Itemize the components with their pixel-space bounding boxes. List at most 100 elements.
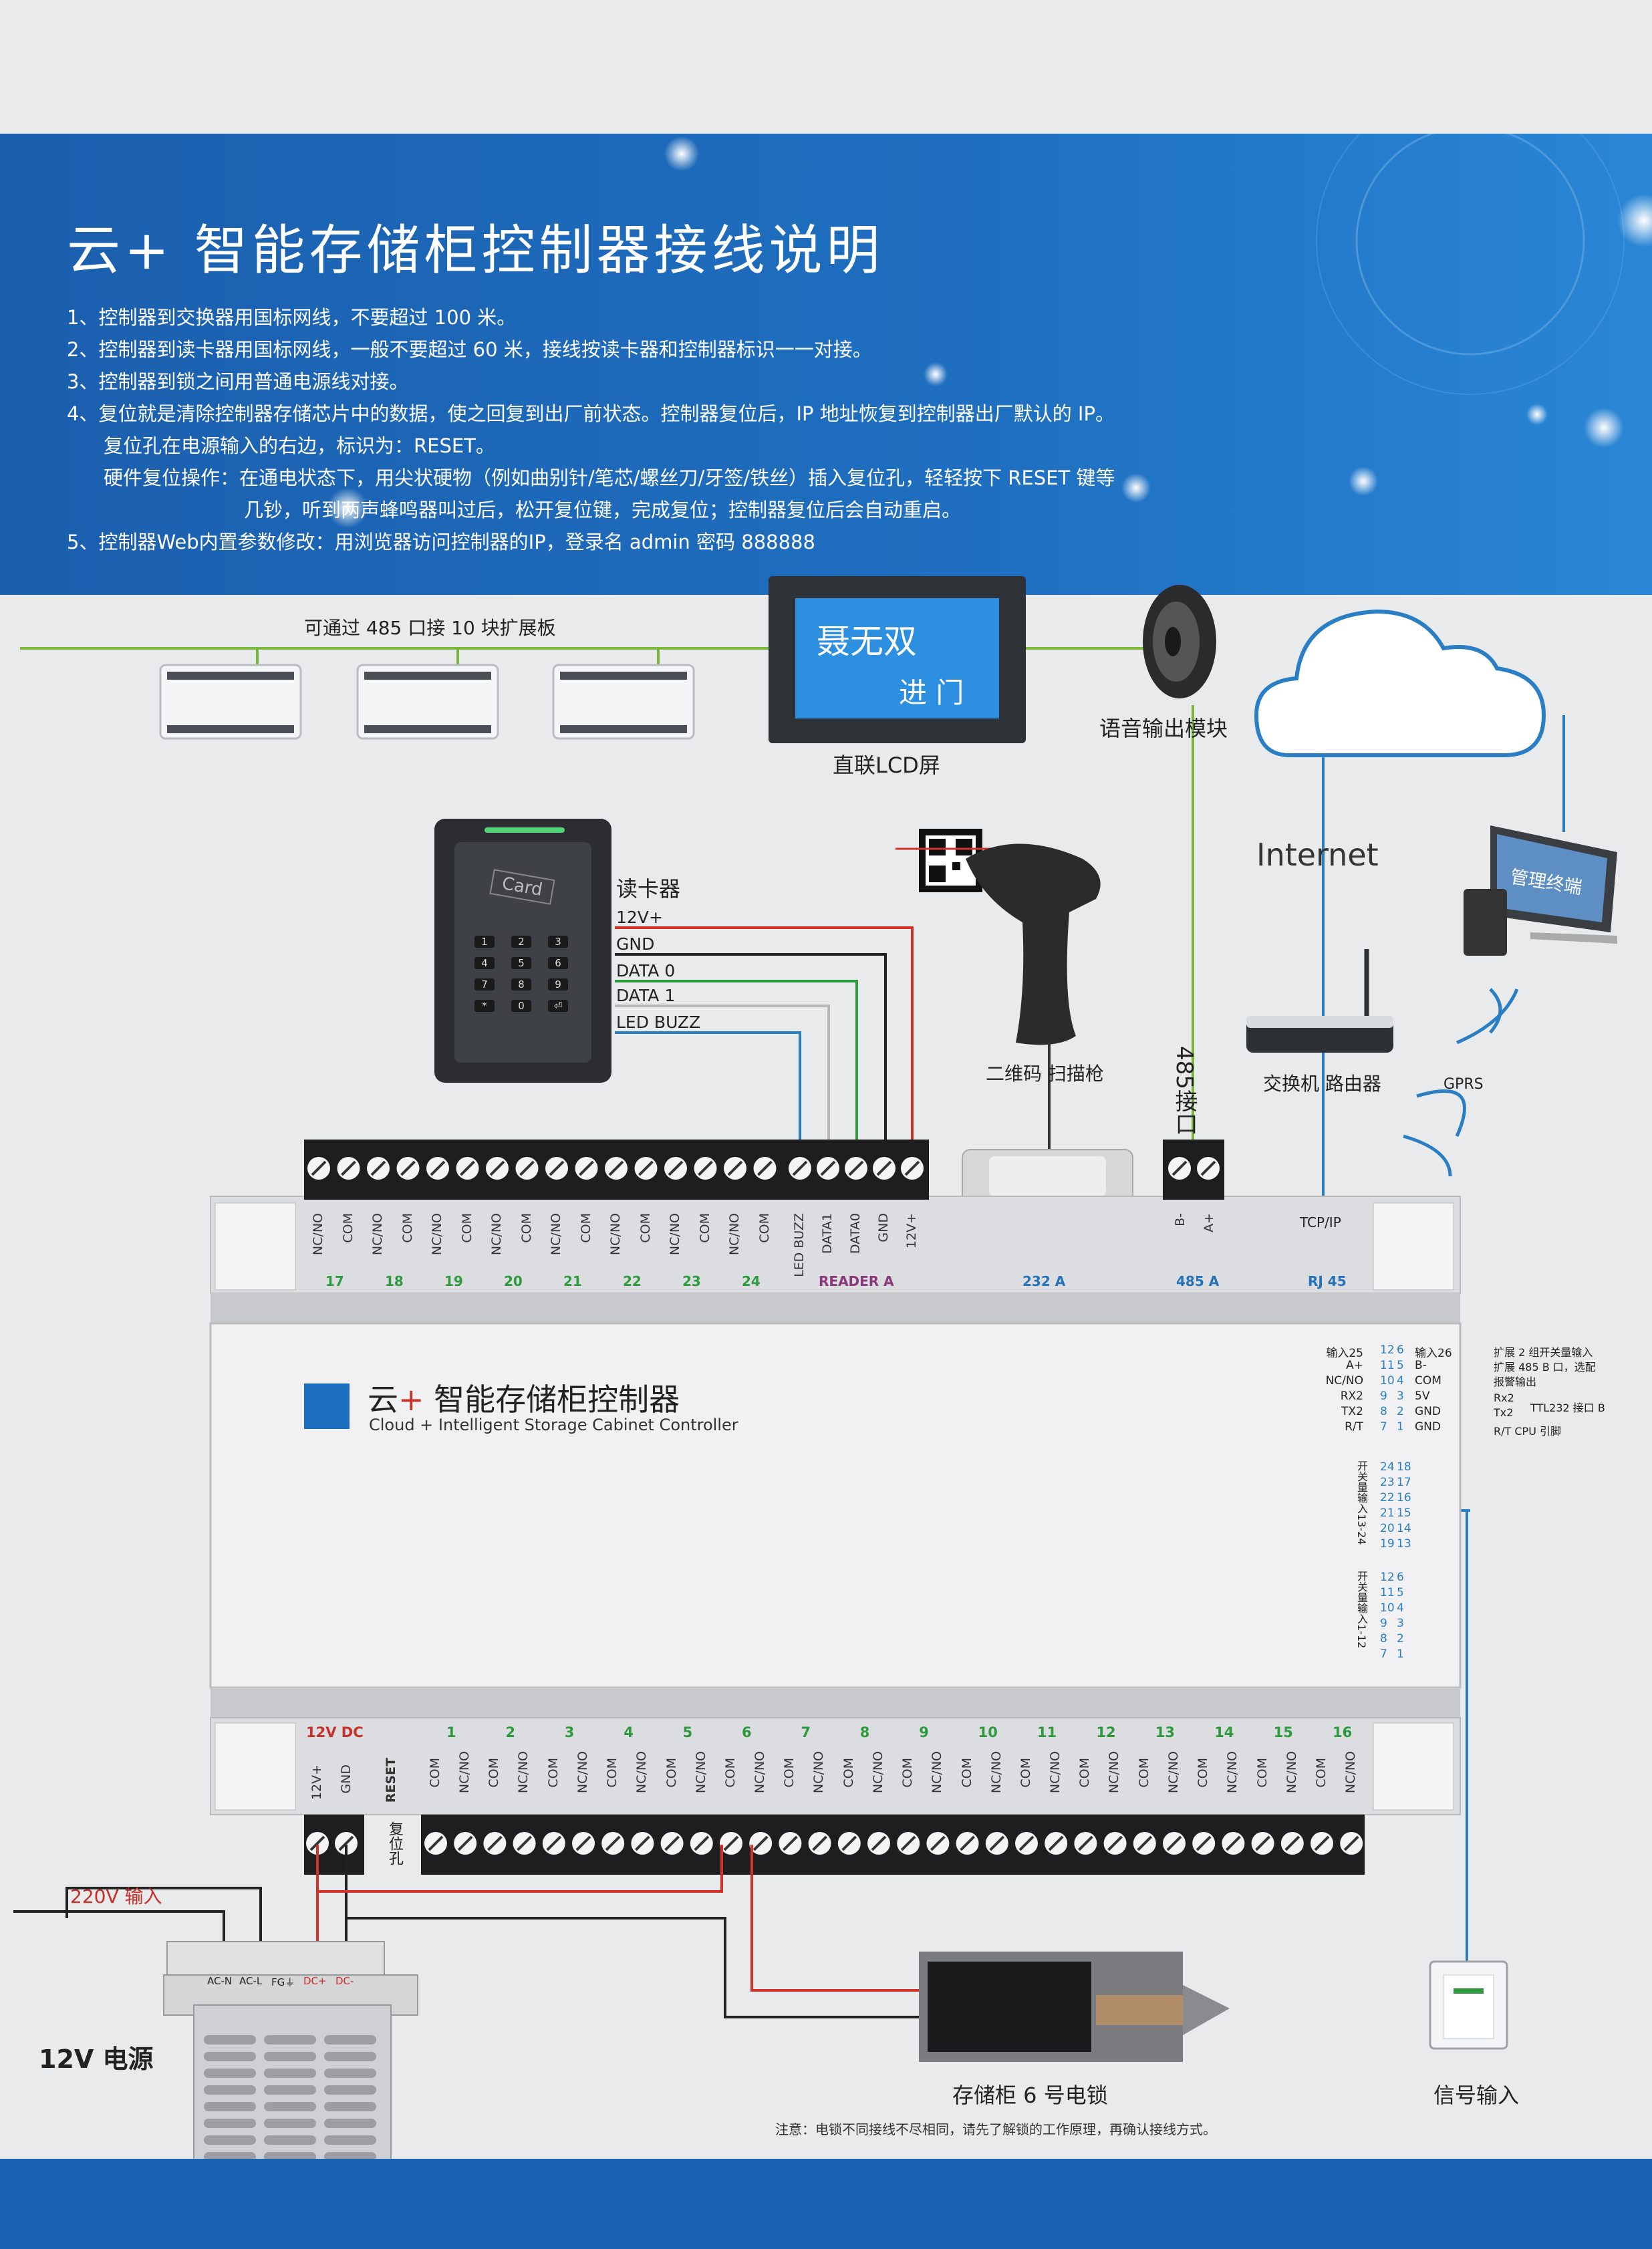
bottom-pin-label: COM (959, 1758, 974, 1788)
keypad-key: ⏎ (548, 1000, 568, 1012)
side-right-label: GND (1415, 1420, 1441, 1434)
input-pin: 22 (1380, 1491, 1395, 1504)
input-pin: 3 (1397, 1617, 1404, 1630)
side-pin-a: 11 (1380, 1359, 1395, 1372)
top-pin-label: NC/NO (489, 1213, 504, 1256)
speaker-caption: 语音输出模块 (1099, 716, 1228, 741)
side-pin-a: 8 (1380, 1405, 1387, 1418)
psu-label: 12V 电源 (39, 2044, 154, 2074)
relay-group-label: 2 (505, 1724, 516, 1740)
rs485-label: 485 A (1176, 1273, 1220, 1289)
input-pin: 4 (1397, 1601, 1404, 1615)
wire-data0: DATA 0 (616, 961, 676, 980)
reader-pin-label: DATA1 (820, 1213, 835, 1254)
input-pin: 17 (1397, 1476, 1411, 1489)
input-pin: 9 (1380, 1617, 1387, 1630)
top-pin-label: COM (578, 1213, 593, 1243)
note-4d: 几钞，听到两声蜂鸣器叫过后，松开复位键，完成复位；控制器复位后会自动重启。 (244, 499, 962, 521)
expansion-board (356, 664, 499, 740)
note-3: 3、控制器到锁之间用普通电源线对接。 (67, 370, 409, 393)
rs485-pin-label: B- (1173, 1213, 1188, 1226)
reader-port-label: READER A (819, 1273, 894, 1289)
side-note: 扩展 2 组开关量输入 (1494, 1346, 1593, 1359)
keypad-key: * (474, 1000, 495, 1012)
side-right-label: B- (1415, 1359, 1427, 1372)
note-4b: 复位孔在电源输入的右边，标识为：RESET。 (104, 434, 495, 457)
keypad-key: 5 (511, 957, 531, 969)
input-pin: 12 (1380, 1571, 1395, 1584)
note-1: 1、控制器到交换器用国标网线，不要超过 100 米。 (67, 306, 517, 329)
bottom-pin-label: COM (1136, 1758, 1151, 1788)
side-note: Tx2 (1494, 1406, 1514, 1419)
input-pin: 21 (1380, 1506, 1395, 1520)
top-pin-label: NC/NO (608, 1213, 623, 1256)
top-pin-label: COM (519, 1213, 534, 1243)
side-pin-a: 7 (1380, 1420, 1387, 1434)
input-pin: 7 (1380, 1647, 1387, 1661)
top-pin-label: COM (400, 1213, 415, 1243)
note-4: 4、复位就是清除控制器存储芯片中的数据，使之回复到出厂前状态。控制器复位后，IP… (67, 402, 1115, 425)
psu-terminal-label: AC-N (207, 1975, 233, 1987)
input-pin: 6 (1397, 1571, 1404, 1584)
bottom-pin-label: NC/NO (457, 1751, 472, 1794)
relay-group-label: 20 (504, 1273, 523, 1289)
side-left-label: TX2 (1341, 1405, 1363, 1418)
relay-group-label: 5 (682, 1724, 693, 1740)
bottom-pin-label: NC/NO (870, 1751, 885, 1794)
note-5: 5、控制器Web内置参数修改：用浏览器访问控制器的IP，登录名 admin 密码… (67, 531, 815, 553)
rs232-label: 232 A (1022, 1273, 1066, 1289)
scanner-label: 二维码 扫描枪 (986, 1063, 1104, 1085)
relay-group-label: 13 (1155, 1724, 1176, 1740)
input-pin: 11 (1380, 1586, 1395, 1599)
relay-group-label: 11 (1037, 1724, 1057, 1740)
side-pin-a: 10 (1380, 1374, 1395, 1387)
wire-gnd: GND (616, 934, 655, 954)
input-pin: 23 (1380, 1476, 1395, 1489)
wire-ledbuzz: LED BUZZ (616, 1013, 701, 1032)
side-pin-b: 3 (1397, 1390, 1404, 1403)
bottom-pin-label: COM (605, 1758, 620, 1788)
side-right-label: GND (1415, 1405, 1441, 1418)
pin-12v: 12V+ (309, 1764, 324, 1801)
keypad-key: 8 (511, 978, 531, 990)
relay-group-label: 12 (1096, 1724, 1116, 1740)
tcpip-label: TCP/IP (1300, 1214, 1341, 1230)
keypad-key: 1 (474, 936, 495, 948)
bottom-pin-label: NC/NO (1107, 1751, 1122, 1794)
lock-caption: 存储柜 6 号电锁 (952, 2083, 1108, 2108)
top-pin-label: NC/NO (727, 1213, 742, 1256)
input-pin: 24 (1380, 1460, 1395, 1474)
controller-name-en: Cloud + Intelligent Storage Cabinet Cont… (369, 1416, 738, 1434)
bottom-pin-label: COM (723, 1758, 738, 1788)
reader-pin-label: DATA0 (848, 1213, 863, 1254)
internet-label: Internet (1256, 837, 1379, 873)
reader-pin-label: 12V+ (904, 1213, 919, 1249)
relay-group-label: 7 (801, 1724, 811, 1740)
top-pin-label: COM (756, 1213, 772, 1243)
input-pin: 15 (1397, 1506, 1411, 1520)
relay-group-label: 18 (385, 1273, 404, 1289)
psu-terminal-label: AC-L (239, 1975, 263, 1987)
relay-group-label: 6 (742, 1724, 752, 1740)
note-2: 2、控制器到读卡器用国标网线，一般不要超过 60 米，接线按读卡器和控制器标识一… (67, 338, 872, 361)
side-pin-b: 4 (1397, 1374, 1404, 1387)
header-banner (0, 134, 1652, 595)
input-pin: 16 (1397, 1491, 1411, 1504)
side-pin-a: 12 (1380, 1343, 1395, 1357)
input-pin: 14 (1397, 1522, 1411, 1535)
bottom-pin-label: COM (487, 1758, 502, 1788)
bottom-pin-label: NC/NO (1284, 1751, 1299, 1794)
relay-group-label: 21 (563, 1273, 582, 1289)
bottom-pin-label: NC/NO (516, 1751, 531, 1794)
bottom-pin-label: NC/NO (811, 1751, 827, 1794)
port485-label: 485接口 (1171, 1046, 1198, 1135)
relay-group-label: 23 (682, 1273, 701, 1289)
lcd-caption: 直联LCD屏 (833, 753, 940, 778)
keypad-key: 9 (548, 978, 568, 990)
relay-group-label: 16 (1333, 1724, 1353, 1740)
side-left-label: 输入25 (1326, 1347, 1363, 1360)
top-pin-label: NC/NO (311, 1213, 325, 1256)
